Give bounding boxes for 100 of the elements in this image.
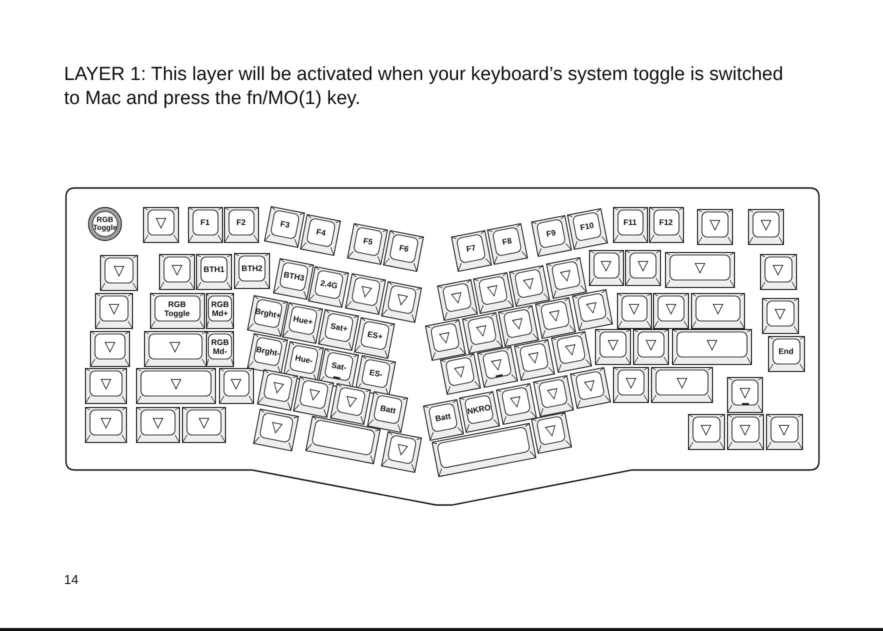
transparent-key-symbol: ▽ bbox=[152, 416, 164, 430]
keycap bbox=[182, 407, 226, 443]
key-legend: F10 bbox=[578, 220, 594, 232]
key-legend: F12 bbox=[659, 218, 673, 227]
transparent-key-symbol: ▽ bbox=[394, 292, 408, 308]
key-legend: ES- bbox=[368, 368, 383, 380]
keycap bbox=[534, 297, 576, 339]
keycap bbox=[760, 254, 796, 290]
transparent-key-symbol: ▽ bbox=[344, 394, 358, 410]
key-legend: Hue+ bbox=[292, 314, 314, 327]
key-legend: Brght- bbox=[254, 344, 280, 358]
keycap bbox=[550, 331, 592, 373]
transparent-key-symbol: ▽ bbox=[548, 308, 562, 324]
transparent-key-symbol: ▽ bbox=[522, 276, 536, 292]
transparent-key-symbol: ▽ bbox=[666, 302, 676, 316]
transparent-key-symbol: ▽ bbox=[172, 262, 182, 276]
keycap bbox=[366, 391, 408, 433]
keycap bbox=[136, 368, 216, 404]
key-legend: F8 bbox=[501, 236, 512, 247]
keycap bbox=[588, 250, 624, 286]
keycap bbox=[188, 207, 222, 243]
keycap bbox=[665, 252, 735, 288]
rotary-knob bbox=[88, 207, 122, 241]
keycap bbox=[748, 209, 784, 245]
keycap bbox=[697, 209, 733, 245]
keycap bbox=[727, 377, 763, 413]
key-legend: 2.4G bbox=[319, 278, 338, 291]
transparent-key-symbol: ▽ bbox=[394, 442, 408, 458]
transparent-key-symbol: ▽ bbox=[676, 376, 688, 390]
keycap bbox=[422, 399, 464, 441]
keycap bbox=[458, 391, 500, 433]
key-legend: F11 bbox=[623, 218, 637, 227]
keycap bbox=[532, 375, 574, 417]
transparent-key-symbol: ▽ bbox=[626, 376, 636, 390]
transparent-key-symbol: ▽ bbox=[600, 258, 612, 272]
keycap bbox=[569, 367, 611, 409]
keycap bbox=[436, 279, 478, 321]
key-legend: End bbox=[778, 347, 794, 356]
keycap bbox=[85, 407, 127, 443]
keycap bbox=[495, 383, 537, 425]
key-legend: Brght+ bbox=[254, 306, 282, 320]
transparent-key-symbol: ▽ bbox=[558, 268, 572, 284]
transparent-key-symbol: ▽ bbox=[270, 380, 284, 396]
keycap bbox=[144, 331, 206, 367]
transparent-key-symbol: ▽ bbox=[198, 416, 210, 430]
transparent-key-symbol: ▽ bbox=[486, 282, 500, 298]
keycap bbox=[648, 207, 684, 243]
transparent-key-symbol: ▽ bbox=[628, 302, 640, 316]
keycap bbox=[159, 254, 195, 290]
keycap bbox=[246, 295, 288, 337]
transparent-key-symbol: ▽ bbox=[100, 416, 112, 430]
keycap bbox=[472, 272, 514, 314]
transparent-key-symbol: ▽ bbox=[740, 422, 750, 436]
transparent-key-symbol: ▽ bbox=[706, 338, 718, 352]
transparent-key-symbol: ▽ bbox=[452, 364, 466, 380]
transparent-key-symbol: ▽ bbox=[710, 218, 720, 232]
keycap bbox=[476, 346, 518, 388]
transparent-key-symbol: ▽ bbox=[108, 302, 120, 316]
keycap bbox=[95, 293, 133, 329]
keycap bbox=[653, 293, 689, 329]
transparent-key-symbol: ▽ bbox=[546, 386, 560, 402]
key-legend: F9 bbox=[545, 228, 556, 239]
transparent-key-symbol: ▽ bbox=[490, 356, 504, 372]
keycap bbox=[726, 414, 764, 450]
keycap bbox=[766, 414, 802, 450]
transparent-key-symbol: ▽ bbox=[694, 260, 706, 274]
keycap bbox=[672, 329, 752, 365]
transparent-key-symbol: ▽ bbox=[564, 342, 578, 358]
transparent-key-symbol: ▽ bbox=[104, 340, 116, 354]
transparent-key-symbol: ▽ bbox=[156, 216, 166, 230]
transparent-key-symbol: ▽ bbox=[306, 386, 320, 402]
keycap bbox=[571, 289, 613, 331]
transparent-key-symbol: ▽ bbox=[100, 376, 112, 390]
keycap bbox=[307, 266, 349, 308]
keycap bbox=[90, 331, 130, 367]
key-legend: F4 bbox=[315, 227, 326, 238]
transparent-key-symbol: ▽ bbox=[608, 338, 618, 352]
transparent-key-symbol: ▽ bbox=[584, 300, 598, 316]
keycap bbox=[450, 230, 492, 272]
keycap bbox=[439, 353, 481, 395]
transparent-key-symbol: ▽ bbox=[170, 376, 182, 390]
keycap bbox=[196, 254, 232, 290]
keycap bbox=[234, 253, 270, 289]
keycap bbox=[508, 265, 550, 307]
keycap bbox=[424, 319, 466, 361]
keycap bbox=[530, 215, 572, 257]
transparent-key-symbol: ▽ bbox=[114, 264, 124, 278]
keycap bbox=[688, 414, 724, 450]
keycap bbox=[595, 329, 631, 365]
keycap bbox=[616, 293, 652, 329]
page-number: 14 bbox=[64, 572, 78, 587]
key-legend: BTH3 bbox=[282, 270, 305, 283]
keycap bbox=[317, 309, 359, 351]
transparent-key-symbol: ▽ bbox=[638, 258, 648, 272]
keycap bbox=[513, 339, 555, 381]
layer-description: LAYER 1: This layer will be activated when your keyboard’s system toggle is switched to Mac and press the fn/MO(1) key. bbox=[64, 63, 784, 111]
keycap bbox=[530, 412, 572, 454]
key-legend: BTH1 bbox=[204, 265, 224, 274]
key-legend: NKRO bbox=[466, 402, 491, 416]
transparent-key-symbol: ▽ bbox=[712, 302, 724, 316]
